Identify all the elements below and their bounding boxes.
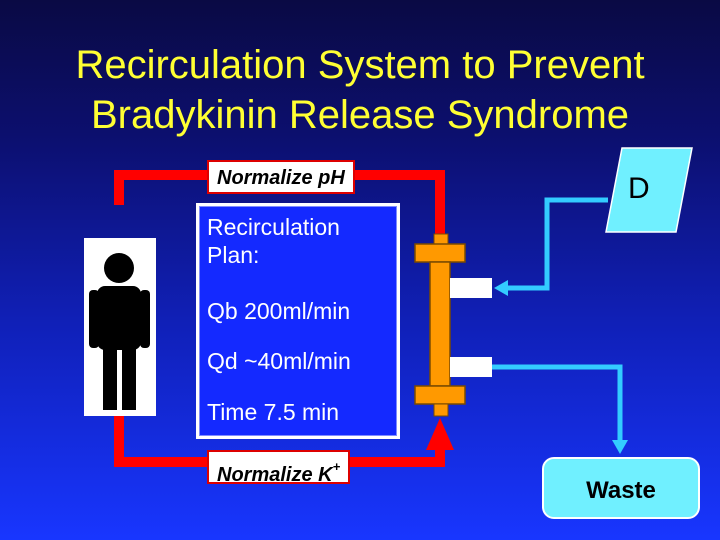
dialyzer-side-port-top <box>450 278 492 298</box>
dialysate-circuit <box>492 197 628 454</box>
plan-qd: Qd ~40ml/min <box>207 348 351 374</box>
person-icon <box>84 238 156 416</box>
title-line-1: Recirculation System to Prevent <box>75 43 645 87</box>
dialysate-in-line <box>505 197 608 291</box>
normalize-ph-label: Normalize pH <box>207 160 355 194</box>
dialyzer-port-bottom <box>433 403 449 417</box>
plan-heading-line-1: Recirculation <box>207 214 340 240</box>
dialysate-out-line <box>492 364 623 442</box>
plan-time: Time 7.5 min <box>207 399 340 425</box>
recirculation-plan-box: Recirculation Plan: Qb 200ml/min Qd ~40m… <box>196 203 400 439</box>
normalize-k-label: Normalize K+ <box>207 450 351 486</box>
dialysate-in-arrowhead <box>494 280 508 296</box>
dialysate-label: D <box>628 172 650 205</box>
dialyzer-side-port-bottom <box>450 357 492 377</box>
plan-heading-line-2: Plan: <box>207 242 260 268</box>
normalize-ph-text: Normalize pH <box>217 167 345 189</box>
arrow-up-icon <box>426 418 454 450</box>
title-line-2: Bradykinin Release Syndrome <box>90 93 630 137</box>
waste-box: Waste <box>542 457 700 519</box>
dialyzer-filter <box>414 233 492 417</box>
dialyzer-cap-top <box>414 243 466 263</box>
dialysate-source-box <box>605 147 693 233</box>
plan-qb: Qb 200ml/min <box>207 298 351 324</box>
normalize-k-superscript: + <box>332 459 341 474</box>
page-title: Recirculation System to Prevent Bradykin… <box>0 40 720 140</box>
waste-label: Waste <box>586 477 656 504</box>
dialyzer-cap-bottom <box>414 385 466 405</box>
normalize-k-text: Normalize K <box>217 464 333 486</box>
dialysate-out-arrowhead <box>612 440 628 454</box>
dialyzer-body <box>429 261 451 387</box>
